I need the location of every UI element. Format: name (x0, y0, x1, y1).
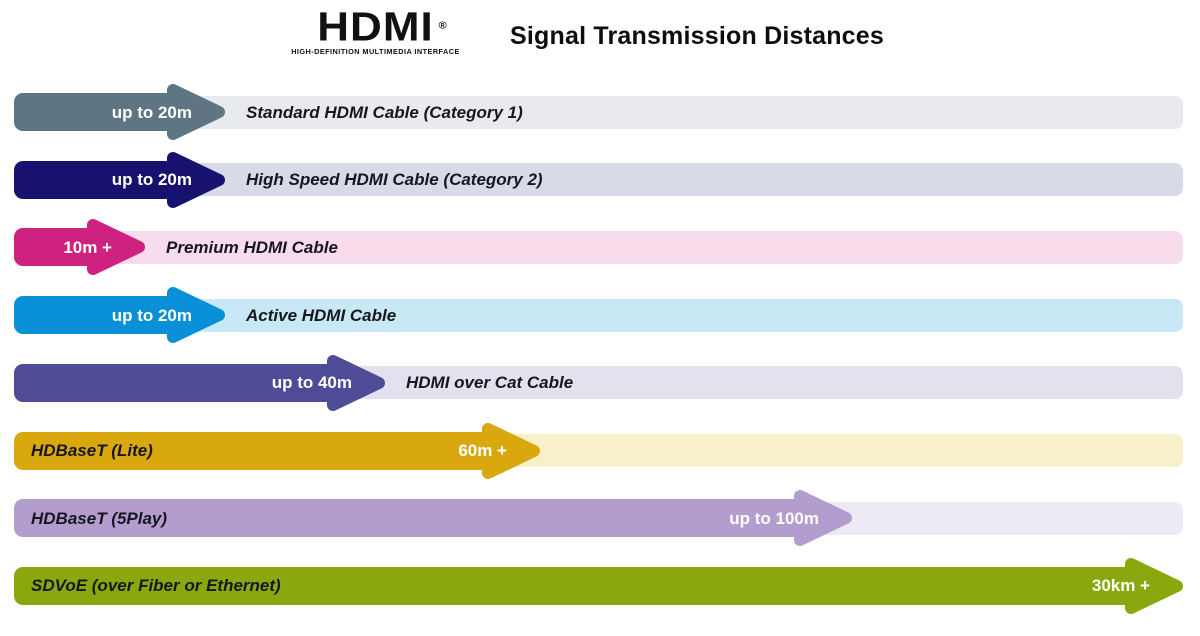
cable-type-label: HDBaseT (5Play) (31, 508, 168, 528)
cable-type-label: HDMI over Cat Cable (406, 373, 574, 393)
distance-arrow (14, 219, 145, 276)
chart-row: 60m + HDBaseT (Lite) (0, 422, 1200, 480)
distance-label: up to 40m (271, 373, 352, 393)
cable-type-label: Active HDMI Cable (246, 305, 397, 325)
distance-track (14, 230, 1183, 264)
distance-arrow (14, 490, 852, 547)
page-title: Signal Transmission Distances (510, 22, 884, 50)
hdmi-logo-wordmark: HDMI ® (317, 7, 446, 47)
chart-row: 10m + Premium HDMI Cable (0, 218, 1200, 276)
hdmi-logo-text: HDMI (317, 4, 434, 50)
cable-type-label: HDBaseT (Lite) (31, 441, 153, 460)
chart-row: 30km + SDVoE (over Fiber or Ethernet) (0, 557, 1200, 615)
cable-type-label: Premium HDMI Cable (166, 237, 338, 257)
chart-row: up to 20m High Speed HDMI Cable (Category… (0, 151, 1200, 209)
distance-label: 30km + (1091, 576, 1150, 596)
distance-label: up to 20m (111, 170, 192, 190)
distance-arrow (14, 84, 225, 140)
chart-row: up to 40m HDMI over Cat Cable (0, 354, 1200, 412)
distance-arrow (14, 151, 225, 208)
chart-row: up to 100m HDBaseT (5Play) (0, 489, 1200, 547)
distance-arrow (14, 422, 540, 479)
cable-type-label: Standard HDMI Cable (Category 1) (246, 102, 523, 122)
distance-label: up to 20m (111, 305, 192, 325)
distance-label: 60m + (458, 441, 507, 460)
chart-row: up to 20m Active HDMI Cable (0, 286, 1200, 344)
distance-label: up to 20m (111, 102, 192, 122)
distance-arrow (14, 557, 1183, 614)
hdmi-logo-tagline: HIGH-DEFINITION MULTIMEDIA INTERFACE (291, 47, 460, 56)
chart-row: up to 20m Standard HDMI Cable (Category 1… (0, 83, 1200, 141)
distance-arrow (14, 287, 225, 344)
distance-label: 10m + (63, 237, 112, 257)
cable-type-label: High Speed HDMI Cable (Category 2) (246, 170, 543, 190)
distance-label: up to 100m (729, 508, 819, 528)
hdmi-logo: HDMI ® HIGH-DEFINITION MULTIMEDIA INTERFA… (288, 7, 463, 56)
cable-type-label: SDVoE (over Fiber or Ethernet) (31, 576, 281, 596)
registered-trademark-icon: ® (438, 20, 448, 32)
distance-arrow (14, 354, 385, 411)
